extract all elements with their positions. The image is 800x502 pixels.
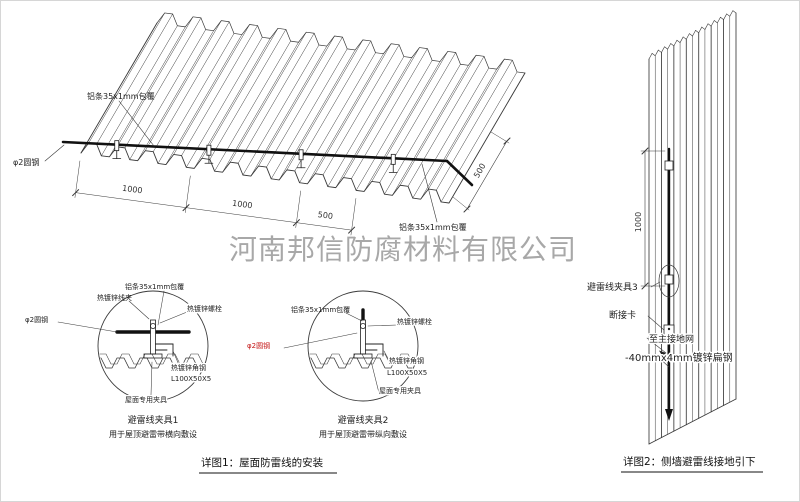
c1-al-strip-label: 铝条35x1mm包覆 bbox=[125, 282, 184, 291]
c1-name: 避雷线夹具1 bbox=[128, 414, 179, 426]
roof-dim-500: 500 bbox=[317, 210, 333, 221]
roof-al-strip-label-top: 铝条35x1mm包覆 bbox=[87, 91, 155, 101]
wall-to-ground-label: 至主接地网 bbox=[649, 333, 694, 345]
c1-bolt-label: 热镀锌螺栓 bbox=[187, 304, 222, 313]
c1-round-steel-label: φ2圆钢 bbox=[25, 315, 48, 324]
c1-usage: 用于屋顶避雷带横向敷设 bbox=[109, 429, 197, 439]
c2-angle-spec-label: L100X50X5 bbox=[387, 369, 427, 377]
wall-downlead-drawing bbox=[640, 10, 737, 445]
wall-disconnect-label: 断接卡 bbox=[609, 309, 636, 321]
c1-angle-spec-label: L100X50X5 bbox=[171, 375, 211, 383]
roof-dim-1000-b: 1000 bbox=[232, 199, 253, 211]
clamp2-detail-drawing bbox=[283, 290, 419, 402]
wall-dim-1000: 1000 bbox=[634, 212, 643, 232]
c2-usage: 用于屋顶避雷带纵向敷设 bbox=[319, 429, 407, 439]
c2-round-steel-label: φ2圆钢 bbox=[247, 341, 270, 350]
roof-isometric-drawing bbox=[44, 12, 526, 236]
c2-al-strip-label: 铝条35x1mm包覆 bbox=[291, 305, 350, 314]
roof-dim-1000-a: 1000 bbox=[122, 184, 143, 196]
c1-wire-clip-label: 热镀锌线夹 bbox=[97, 293, 132, 302]
c2-name: 避雷线夹具2 bbox=[338, 414, 389, 426]
detail1-title: 详图1：屋面防雷线的安装 bbox=[201, 456, 324, 469]
c1-roof-fixture-label: 屋面专用夹具 bbox=[125, 395, 167, 404]
detail2-title: 详图2：侧墙避雷线接地引下 bbox=[623, 455, 756, 468]
wall-clamp3-label: 避雷线夹具3 bbox=[587, 281, 638, 293]
c1-angle-steel-label: 热镀锌角钢 bbox=[171, 363, 206, 372]
c2-roof-fixture-label: 屋面专用夹具 bbox=[379, 386, 421, 395]
c2-bolt-label: 热镀锌螺栓 bbox=[397, 317, 432, 326]
wall-flat-steel-label: -40mmx4mm镀锌扁钢 bbox=[625, 351, 733, 364]
roof-round-steel-label: φ2圆钢 bbox=[13, 157, 39, 167]
roof-al-strip-label-right: 铝条35x1mm包覆 bbox=[399, 222, 467, 232]
roof-dim-depth-500: 500 bbox=[472, 162, 488, 180]
company-watermark: 河南邦信防腐材料有限公司 bbox=[229, 233, 577, 266]
c2-angle-steel-label: 热镀锌角钢 bbox=[389, 356, 424, 365]
